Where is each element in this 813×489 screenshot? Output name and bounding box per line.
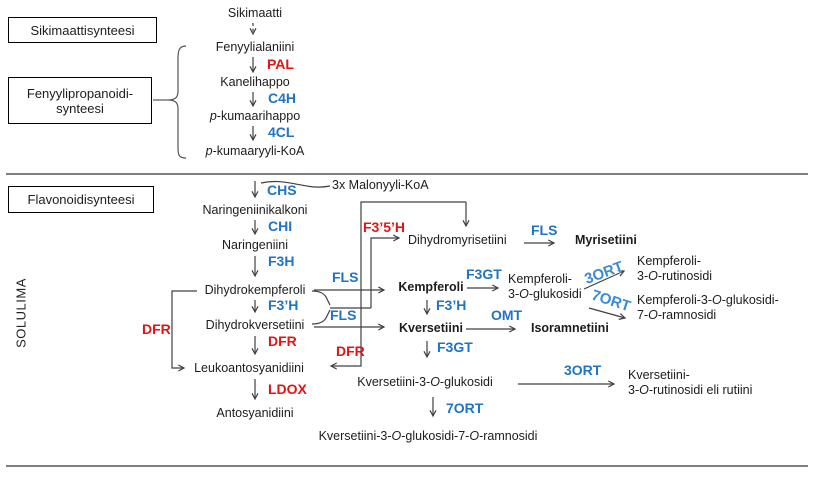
enzyme-7ort-rotated: 7ORT bbox=[589, 286, 633, 316]
section-box-shikimate: Sikimaattisynteesi bbox=[8, 17, 157, 43]
enzyme-3ort-2: 3ORT bbox=[564, 362, 602, 378]
enzyme-fls-3: FLS bbox=[531, 222, 558, 238]
node-naringeniinikalkoni: Naringeniinikalkoni bbox=[202, 203, 308, 217]
node-kempferoli-3-o-glukosidi-7-o-ramnosidi: Kempferoli-3-O-glukosidi-7-O-ramnosidi bbox=[637, 293, 779, 322]
node-kempferoli: Kempferoli bbox=[398, 280, 464, 294]
section-label: Fenyylipropanoidi-synteesi bbox=[26, 85, 134, 116]
enzyme-f35h: F3’5’H bbox=[363, 219, 406, 235]
enzyme-dfr-right: DFR bbox=[336, 343, 365, 359]
node-kversetiini: Kversetiini bbox=[399, 321, 463, 335]
node-malonyyli-koa: 3x Malonyyli-KoA bbox=[332, 178, 429, 192]
enzyme-f3gt-1: F3GT bbox=[466, 266, 502, 282]
enzyme-f3ph: F3’H bbox=[268, 297, 299, 313]
node-myrisetiini: Myrisetiini bbox=[575, 233, 637, 247]
enzyme-f3ph-2: F3’H bbox=[436, 297, 467, 313]
node-kanelihappo: Kanelihappo bbox=[220, 75, 290, 89]
enzyme-dfr-center: DFR bbox=[268, 333, 297, 349]
node-leukoantosyanidiini: Leukoantosyanidiini bbox=[194, 361, 304, 375]
enzyme-7ort-2: 7ORT bbox=[446, 400, 484, 416]
enzyme-chi: CHI bbox=[268, 218, 293, 234]
node-p-kumaarihappo: p-kumaarihappo bbox=[209, 109, 301, 123]
enzyme-ldox: LDOX bbox=[268, 381, 307, 397]
node-kversetiini-3-o-glukosidi-7-o-ramnosidi: Kversetiini-3-O-glukosidi-7-O-ramnosidi bbox=[318, 429, 538, 443]
enzyme-fls-1: FLS bbox=[332, 269, 359, 285]
node-dihydrokversetiini: Dihydrokversetiini bbox=[205, 318, 305, 332]
node-fenyylialaniini: Fenyylialaniini bbox=[215, 40, 295, 54]
enzyme-3ort-rotated: 3ORT bbox=[582, 258, 626, 288]
section-box-flavonoid: Flavonoidisynteesi bbox=[8, 186, 154, 213]
enzyme-4cl: 4CL bbox=[268, 124, 295, 140]
enzyme-pal: PAL bbox=[267, 56, 294, 72]
node-antosyanidiini: Antosyanidiini bbox=[216, 406, 294, 420]
enzyme-c4h: C4H bbox=[268, 90, 297, 106]
node-p-kumaaryyli-koa: p-kumaaryyli-KoA bbox=[205, 144, 305, 158]
section-box-phenylpropanoid: Fenyylipropanoidi-synteesi bbox=[8, 77, 152, 124]
node-kversetiini-3-o-glukosidi: Kversetiini-3-O-glukosidi bbox=[357, 375, 493, 389]
section-label: Flavonoidisynteesi bbox=[27, 192, 135, 207]
node-sikimaatti: Sikimaatti bbox=[227, 6, 283, 20]
node-isoramnetiini: Isoramnetiini bbox=[531, 321, 609, 335]
section-label: Sikimaattisynteesi bbox=[30, 22, 135, 38]
node-kempferoli-3-o-rutinosidi: Kempferoli-3-O-rutinosidi bbox=[637, 254, 713, 283]
enzyme-chs: CHS bbox=[267, 182, 297, 198]
enzyme-f3h: F3H bbox=[268, 253, 295, 269]
node-kempferoli-3-o-glukosidi: Kempferoli-3-O-glukosidi bbox=[508, 272, 582, 301]
enzyme-fls-2: FLS bbox=[330, 307, 357, 323]
compartment-label-solulima: SOLULIMA bbox=[13, 278, 29, 348]
node-kversetiini-3-o-rutinosidi-rutiini: Kversetiini-3-O-rutinosidi eli rutiini bbox=[628, 368, 753, 397]
node-dihydromyrisetiini: Dihydromyrisetiini bbox=[408, 233, 507, 247]
enzyme-dfr-left: DFR bbox=[142, 321, 171, 337]
enzyme-f3gt-2: F3GT bbox=[437, 339, 473, 355]
node-dihydrokempferoli: Dihydrokempferoli bbox=[204, 283, 306, 297]
enzyme-omt: OMT bbox=[491, 307, 523, 323]
node-naringeniini: Naringeniini bbox=[221, 238, 288, 252]
